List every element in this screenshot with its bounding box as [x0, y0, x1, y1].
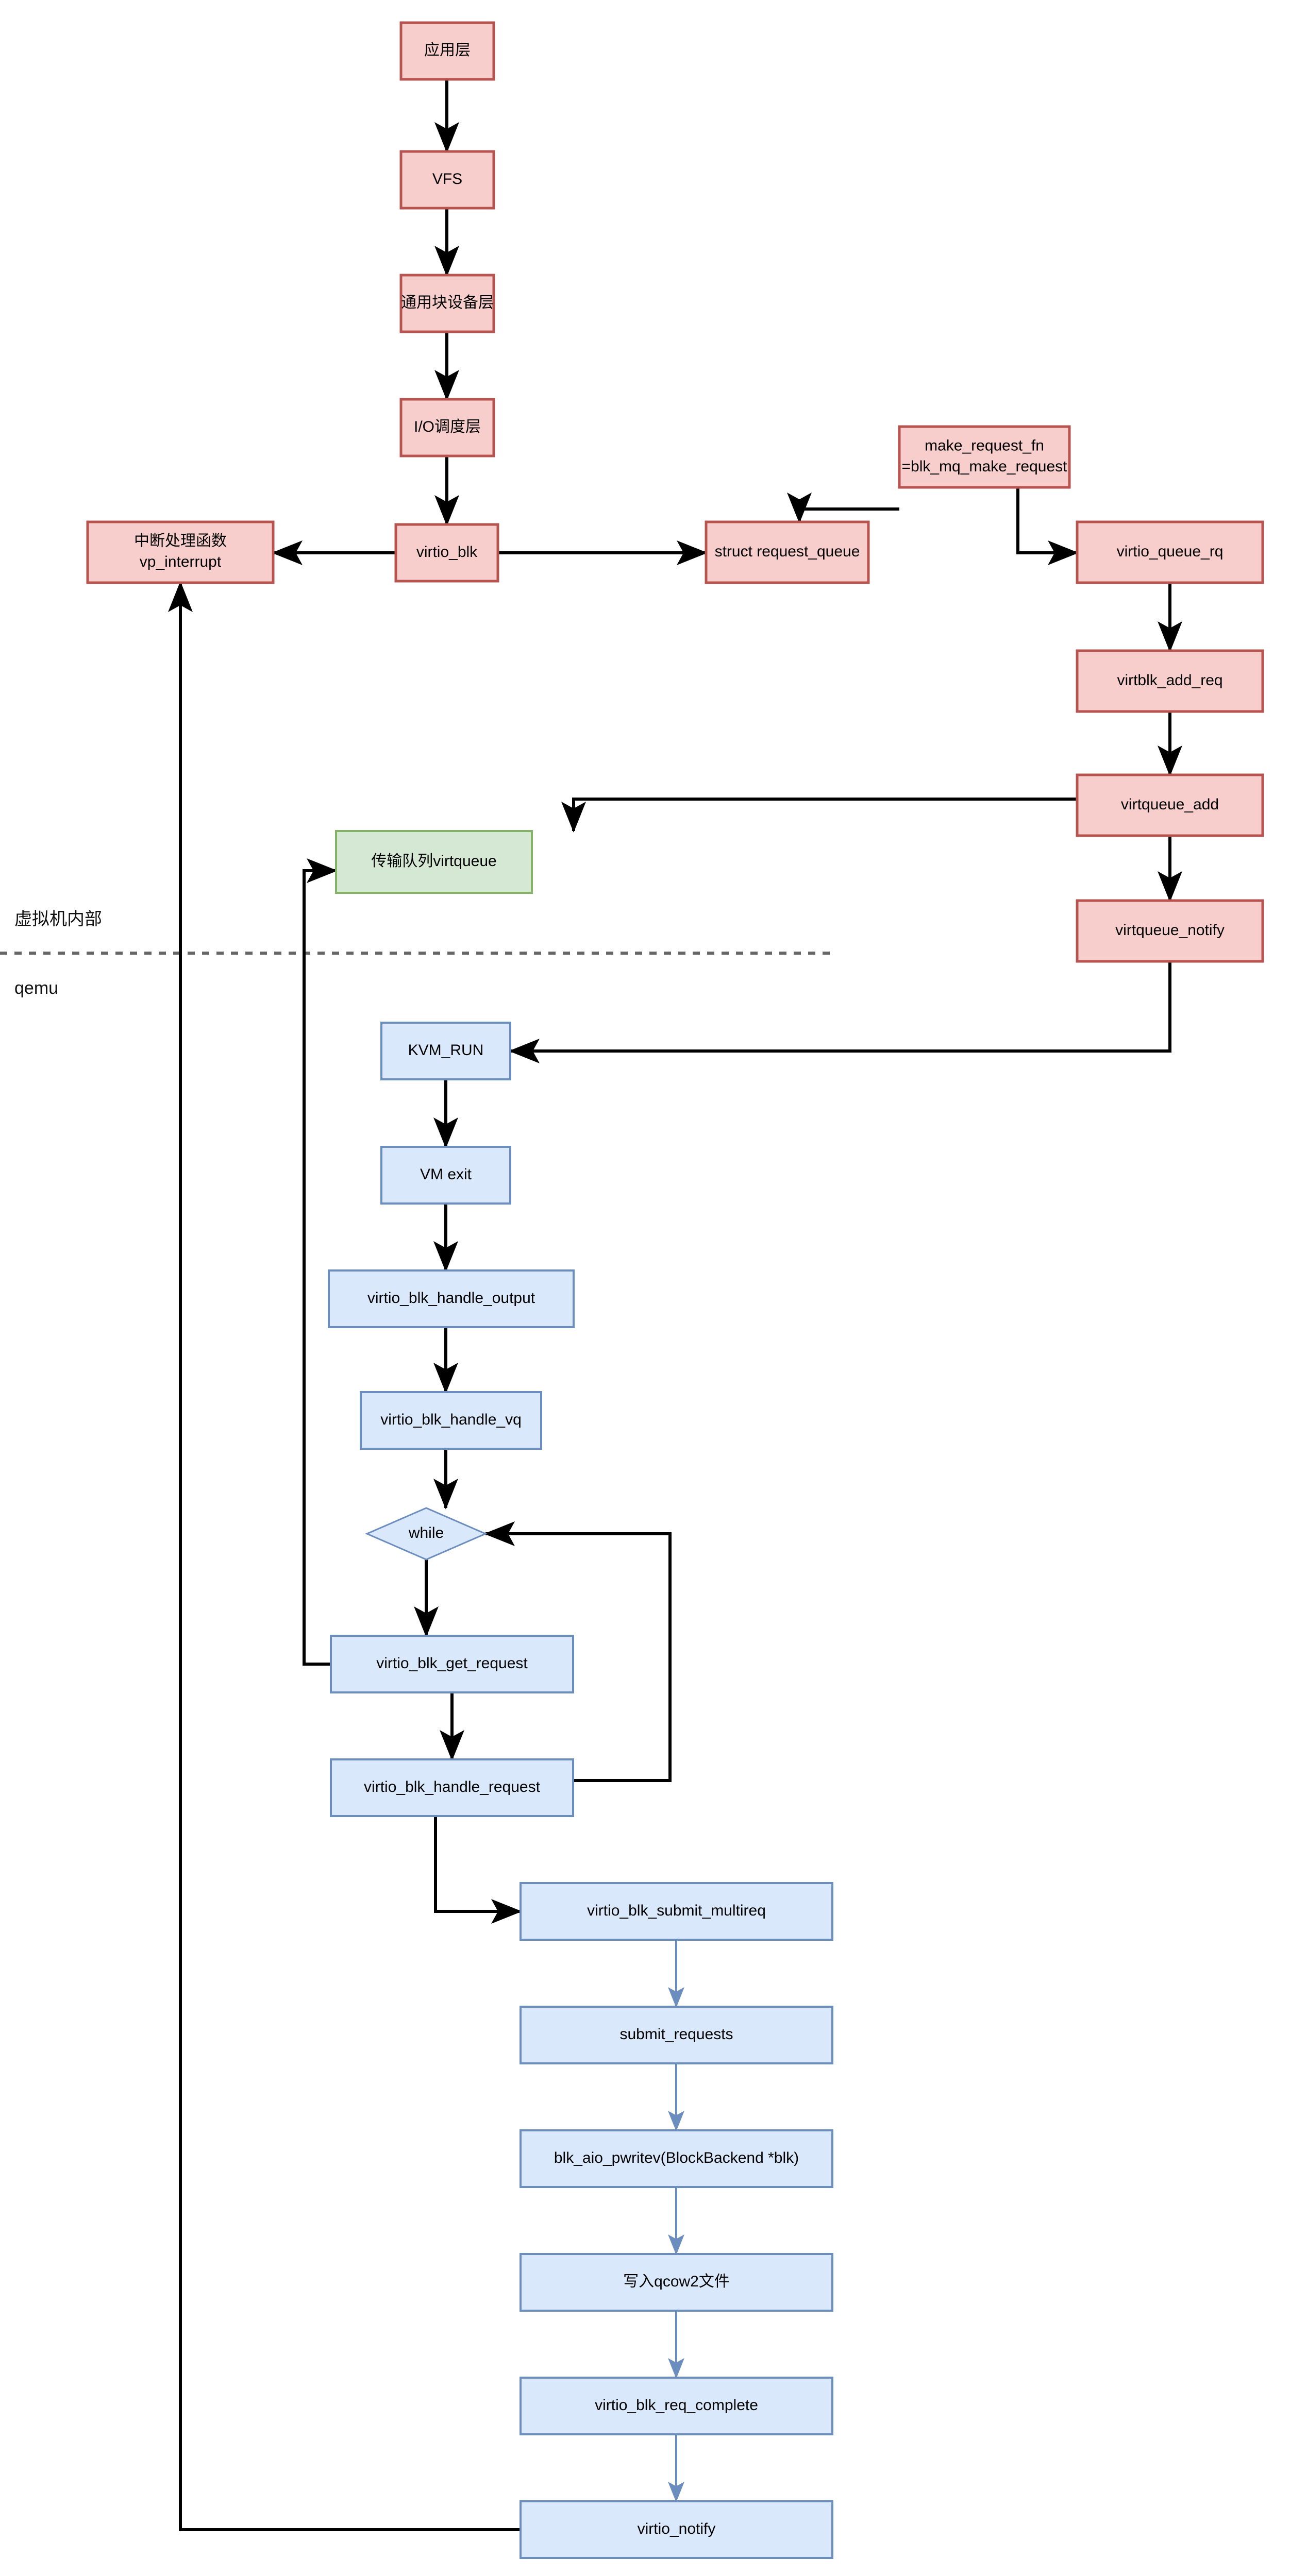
- node-virtio-queue-rq[interactable]: virtio_queue_rq: [1076, 520, 1264, 584]
- node-while[interactable]: while: [365, 1507, 488, 1561]
- node-app-layer[interactable]: 应用层: [399, 21, 495, 81]
- edge-make-request-fn-to-virtio-queue-rq: [1016, 487, 1079, 565]
- node-label-virtio-notify: virtio_notify: [638, 2520, 716, 2537]
- edge-virtio-blk-handle-request-to-virtio-blk-submit-multireq: [434, 1816, 522, 1924]
- node-shape-rect: [335, 830, 533, 894]
- node-label-virtqueue-add: virtqueue_add: [1121, 796, 1219, 813]
- lane-label-lane-qemu: qemu: [14, 978, 58, 998]
- node-shape-rect: [520, 2006, 833, 2064]
- node-label-write-qcow2: 写入qcow2文件: [623, 2273, 730, 2290]
- node-label-virtqueue: 传输队列virtqueue: [371, 853, 496, 870]
- lane-label-lane-guest: 虚拟机内部: [14, 909, 102, 929]
- node-virtio-blk-get-request[interactable]: virtio_blk_get_request: [330, 1635, 574, 1693]
- node-vfs[interactable]: VFS: [399, 150, 495, 210]
- node-virtio-blk-handle-request[interactable]: virtio_blk_handle_request: [330, 1758, 574, 1817]
- node-label-virtio-blk-handle-request: virtio_blk_handle_request: [364, 1778, 541, 1795]
- node-label-virtqueue-notify: virtqueue_notify: [1115, 922, 1225, 939]
- node-label-blk-aio-pwritev: blk_aio_pwritev(BlockBackend *blk): [554, 2149, 799, 2166]
- node-label-vfs: VFS: [432, 171, 462, 188]
- node-kvm-run[interactable]: KVM_RUN: [380, 1022, 511, 1080]
- node-write-qcow2[interactable]: 写入qcow2文件: [520, 2253, 833, 2312]
- edge-layer: [168, 79, 1182, 2531]
- node-virtio-blk-submit-multireq[interactable]: virtio_blk_submit_multireq: [520, 1882, 833, 1941]
- node-virtqueue-add[interactable]: virtqueue_add: [1076, 773, 1264, 837]
- node-virtio-blk-handle-vq[interactable]: virtio_blk_handle_vq: [360, 1391, 542, 1450]
- node-blk-aio-pwritev[interactable]: blk_aio_pwritev(BlockBackend *blk): [520, 2129, 833, 2188]
- lane-label-layer: 虚拟机内部 qemu: [14, 909, 102, 998]
- node-shape-rect: [86, 520, 275, 584]
- node-virtio-notify[interactable]: virtio_notify: [520, 2500, 833, 2559]
- node-label-io-scheduler-layer: I/O调度层: [414, 418, 481, 435]
- node-shape-rect: [399, 21, 495, 81]
- node-shape-rect: [399, 150, 495, 210]
- node-shape-rect: [520, 2129, 833, 2188]
- node-shape-rect: [330, 1758, 574, 1817]
- node-label-generic-block-layer: 通用块设备层: [401, 294, 494, 311]
- edge-virtio-blk-handle-request-to-while: [484, 1521, 672, 1782]
- node-shape-rect: [328, 1269, 575, 1328]
- node-label-virtio-blk-get-request: virtio_blk_get_request: [376, 1655, 528, 1672]
- node-virtio-blk-handle-output[interactable]: virtio_blk_handle_output: [328, 1269, 575, 1328]
- node-shape-rect: [520, 1882, 833, 1941]
- node-label-submit-requests: submit_requests: [619, 2026, 733, 2043]
- node-label-vp-interrupt: vp_interrupt: [140, 553, 222, 570]
- node-label-virtblk-add-req: virtblk_add_req: [1117, 672, 1222, 689]
- node-virtqueue-notify[interactable]: virtqueue_notify: [1076, 899, 1264, 963]
- node-label-vm-exit: VM exit: [420, 1166, 472, 1183]
- node-virtio-blk-req-complete[interactable]: virtio_blk_req_complete: [520, 2377, 833, 2435]
- node-virtqueue[interactable]: 传输队列virtqueue: [335, 830, 533, 894]
- node-submit-requests[interactable]: submit_requests: [520, 2006, 833, 2064]
- node-shape-rect: [394, 523, 499, 583]
- edge-virtqueue-notify-to-kvm-run: [509, 961, 1171, 1063]
- node-io-scheduler-layer[interactable]: I/O调度层: [399, 398, 495, 457]
- node-label-virtio-queue-rq: virtio_queue_rq: [1117, 543, 1224, 560]
- node-layer: 应用层 VFS 通用块设备层 I/O调度层 virtio_blk 中断处理函数 vp_int…: [86, 21, 1264, 2559]
- node-shape-rect: [705, 520, 870, 584]
- node-label-make-request-fn: =blk_mq_make_request: [901, 458, 1067, 475]
- node-vm-exit[interactable]: VM exit: [380, 1146, 511, 1205]
- node-shape-rect: [1076, 899, 1264, 963]
- node-label-struct-request-queue: struct request_queue: [715, 543, 860, 560]
- node-shape-rect: [1076, 649, 1264, 713]
- node-label-virtio-blk: virtio_blk: [416, 544, 478, 561]
- node-generic-block-layer[interactable]: 通用块设备层: [399, 274, 495, 333]
- node-shape-rect: [330, 1635, 574, 1693]
- node-label-virtio-blk-handle-output: virtio_blk_handle_output: [367, 1290, 535, 1307]
- node-label-make-request-fn: make_request_fn: [925, 437, 1044, 454]
- node-shape-rect: [1076, 773, 1264, 837]
- edge-make-request-fn-to-struct-request-queue: [787, 493, 899, 523]
- node-label-app-layer: 应用层: [424, 42, 471, 59]
- edge-virtio-notify-to-vp-interrupt: [168, 581, 521, 2531]
- node-shape-rect: [399, 274, 495, 333]
- node-label-kvm-run: KVM_RUN: [408, 1042, 484, 1059]
- node-virtblk-add-req[interactable]: virtblk_add_req: [1076, 649, 1264, 713]
- edge-virtio-blk-get-request-to-virtqueue: [303, 858, 338, 1666]
- node-shape-rect: [520, 2253, 833, 2312]
- node-shape-rect: [1076, 520, 1264, 584]
- node-label-vp-interrupt: 中断处理函数: [134, 533, 227, 550]
- node-shape-rect: [399, 398, 495, 457]
- node-shape-rect: [360, 1391, 542, 1450]
- node-label-virtio-blk-req-complete: virtio_blk_req_complete: [595, 2397, 758, 2414]
- node-shape-rect: [520, 2377, 833, 2435]
- node-virtio-blk[interactable]: virtio_blk: [394, 523, 499, 583]
- node-shape-rect: [380, 1022, 511, 1080]
- node-shape-rect: [520, 2500, 833, 2559]
- node-label-virtio-blk-submit-multireq: virtio_blk_submit_multireq: [587, 1902, 766, 1919]
- edge-virtqueue-add-to-virtqueue: [561, 798, 1077, 833]
- node-label-virtio-blk-handle-vq: virtio_blk_handle_vq: [380, 1411, 522, 1428]
- node-label-while: while: [408, 1524, 444, 1541]
- node-vp-interrupt[interactable]: 中断处理函数 vp_interrupt: [86, 520, 275, 584]
- node-shape-rect: [898, 425, 1071, 489]
- node-shape-diamond: [365, 1507, 488, 1561]
- node-make-request-fn[interactable]: make_request_fn =blk_mq_make_request: [898, 425, 1071, 489]
- node-shape-rect: [380, 1146, 511, 1205]
- node-struct-request-queue[interactable]: struct request_queue: [705, 520, 870, 584]
